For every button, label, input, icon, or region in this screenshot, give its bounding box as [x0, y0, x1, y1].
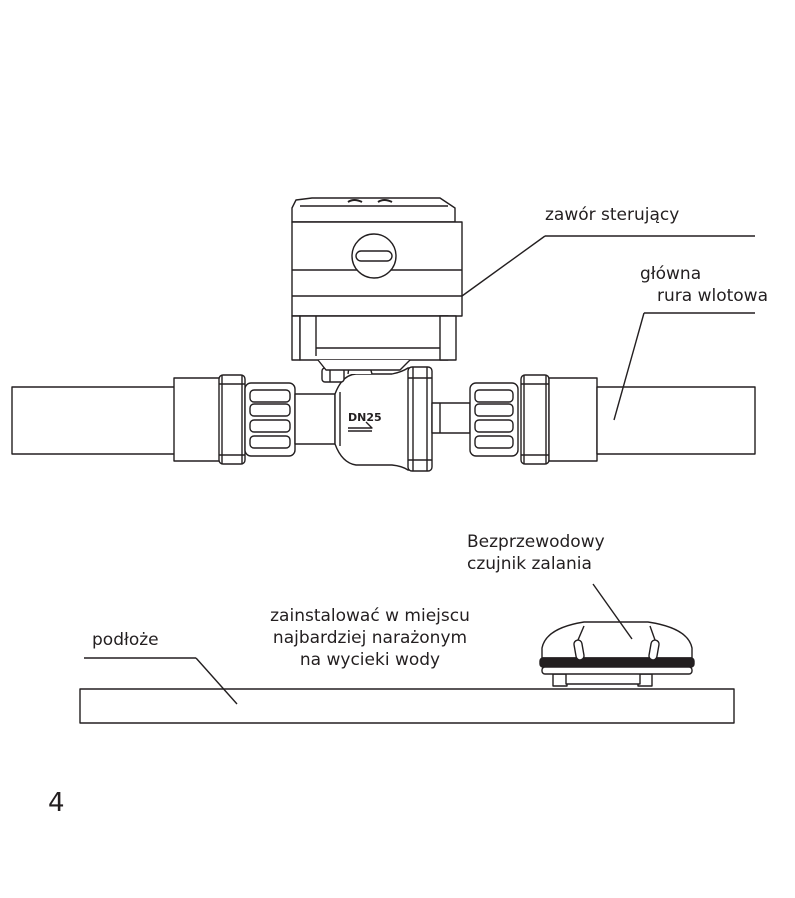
main-pipe-assembly [11, 359, 756, 472]
valve-actuator [291, 197, 463, 371]
valve-leader-line [461, 235, 755, 297]
right-pipe-sleeve [548, 377, 598, 462]
floor-leader-line [84, 657, 238, 705]
flood-sensor [539, 621, 695, 687]
floor-label: podłoże [92, 630, 159, 650]
right-compression-nut [520, 374, 550, 465]
floor-slab [79, 688, 735, 724]
right-union-fitting [469, 382, 519, 457]
left-pipe [11, 386, 181, 455]
left-union-fitting [244, 382, 296, 457]
right-nipple [431, 402, 471, 434]
sensor-label: Bezprzewodowy czujnik zalania [467, 532, 605, 574]
valve-label: zawór sterujący [545, 205, 680, 225]
left-compression-nut [218, 374, 246, 465]
pipe-leader-line [613, 312, 755, 421]
left-pipe-sleeve [173, 377, 223, 462]
page-number: 4 [48, 788, 65, 818]
dn-marking-text: DN25 [348, 411, 382, 424]
sensor-leader-line [592, 583, 633, 640]
main-pipe-label: główna rura wlotowa [640, 264, 768, 306]
install-location-note: zainstalować w miejscu najbardziej naraż… [270, 606, 470, 670]
left-nipple [294, 393, 336, 445]
right-pipe [596, 386, 756, 455]
